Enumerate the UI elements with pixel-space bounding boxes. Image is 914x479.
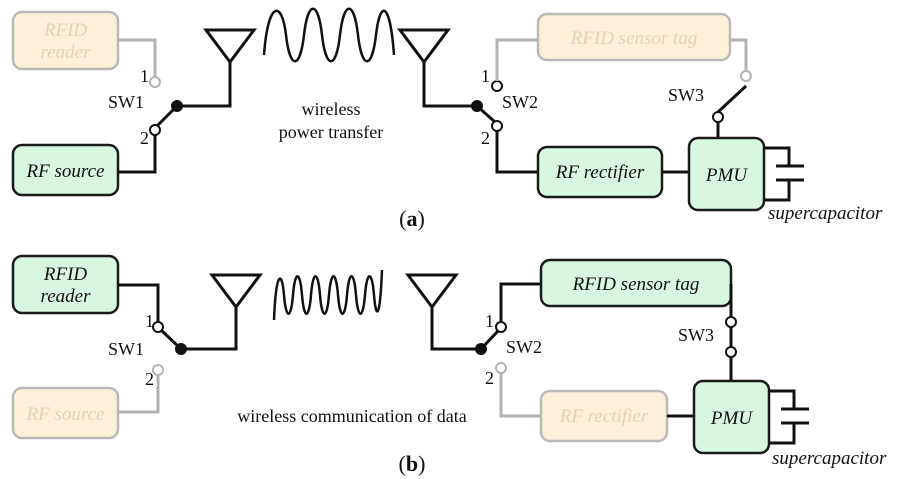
sw2-pos2-terminal-a xyxy=(491,120,503,132)
wave-data-b xyxy=(272,269,384,321)
antenna-right-a xyxy=(397,28,451,65)
sw3-top-terminal-b xyxy=(725,316,737,328)
sw2-blade-b xyxy=(479,329,500,351)
caption-line2-a: power transfer xyxy=(279,122,383,142)
supercap-wire-a xyxy=(764,146,791,202)
sw2-pos2-label-a: 2 xyxy=(481,128,490,148)
rf-rectifier-label-a: RF rectifier xyxy=(555,162,645,183)
antenna-right-b xyxy=(405,273,459,310)
sw1-label-a: SW1 xyxy=(108,92,144,112)
pmu-label-b: PMU xyxy=(710,408,753,429)
sw3-bottom-terminal-b xyxy=(725,346,737,358)
rfid-reader-label-b-2: reader xyxy=(41,286,92,307)
supercapacitor-label-a: supercapacitor xyxy=(768,203,883,224)
sw2-label-a: SW2 xyxy=(502,92,538,112)
sw1-pos2-label-b: 2 xyxy=(145,369,154,389)
sw1-pos2-terminal-a xyxy=(149,124,161,136)
pmu-box-b xyxy=(692,379,771,455)
sw2-pos2-label-b: 2 xyxy=(485,368,494,388)
sw1-blade-a xyxy=(155,104,179,128)
subfigure-label-a: (a) xyxy=(399,206,425,231)
sw2-label-b: SW2 xyxy=(506,337,542,357)
wire-sw2pos2-to-rectifier-b xyxy=(499,373,541,418)
panel-b: RFID reader 1 SW1 2 RF source SW2 1 2 xyxy=(11,254,887,476)
rfid-reader-label-b-1: RFID xyxy=(43,264,88,285)
rfid-sensor-tag-box-b xyxy=(539,258,733,308)
wire-tag-to-sw3-a xyxy=(730,38,748,71)
sw3-blade-a xyxy=(716,84,748,114)
caption-line1-a: wireless xyxy=(302,99,361,119)
sw2-pos1-label-a: 1 xyxy=(481,66,490,86)
wire-sw2pos1-to-tag-b xyxy=(499,282,541,322)
wire-reader-to-sw1pos1-a xyxy=(118,38,157,77)
antenna-left-a xyxy=(203,28,257,65)
rf-source-label-a: RF source xyxy=(26,161,105,182)
supercapacitor-label-b: supercapacitor xyxy=(772,448,887,469)
sw2-pos2-terminal-b xyxy=(495,362,507,374)
rfid-sensor-tag-label-a: RFID sensor tag xyxy=(570,28,698,49)
sw3-bottom-terminal-a xyxy=(712,111,724,123)
wire-reader-to-sw1pos1-b xyxy=(118,283,160,322)
wire-rfsource-to-sw1pos2-a xyxy=(118,135,157,174)
sw1-pos1-terminal-a xyxy=(149,76,161,88)
sw1-pos1-label-a: 1 xyxy=(140,66,149,86)
rf-source-box-b xyxy=(11,386,120,440)
wire-sw1-to-antenna-a xyxy=(177,62,232,108)
pmu-label-a: PMU xyxy=(705,165,748,186)
wire-sw1-to-antenna-b xyxy=(181,307,238,351)
sw2-pos1-terminal-a xyxy=(491,80,503,92)
rf-source-box-a xyxy=(11,143,120,197)
antenna-left-b xyxy=(209,273,263,310)
rf-rectifier-label-b: RF rectifier xyxy=(559,406,649,427)
rfid-sensor-tag-label-b: RFID sensor tag xyxy=(572,274,700,295)
sw3-label-a: SW3 xyxy=(668,85,704,105)
sw1-pos2-label-a: 2 xyxy=(140,128,149,148)
wire-rfsource-to-sw1pos2-b xyxy=(118,375,160,414)
wire-antenna-to-sw2-b xyxy=(430,307,481,351)
wave-power-a xyxy=(262,7,396,63)
rfid-reader-label-a-2: reader xyxy=(41,42,92,63)
sw1-pos1-label-b: 1 xyxy=(145,311,154,331)
wire-antenna-to-sw2-a xyxy=(422,62,477,108)
rfid-sensor-tag-box-a xyxy=(536,12,732,62)
sw2-pos1-label-b: 1 xyxy=(485,311,494,331)
subfigure-label-b: (b) xyxy=(399,451,426,476)
wire-sw2pos2-to-rectifier-a xyxy=(495,131,538,174)
sw2-pos1-terminal-b xyxy=(495,321,507,333)
sw3-label-b: SW3 xyxy=(678,325,714,345)
sw1-pos2-terminal-b xyxy=(152,364,164,376)
rf-source-label-b: RF source xyxy=(26,404,105,425)
pmu-box-a xyxy=(687,136,766,212)
panel-a: RFID reader 1 SW1 2 RF source wireless p… xyxy=(11,7,883,231)
supercap-wire-b xyxy=(769,389,796,445)
sw3-top-terminal-a xyxy=(740,70,752,82)
rfid-reader-label-a-1: RFID xyxy=(43,20,88,41)
sw1-pos1-terminal-b xyxy=(152,321,164,333)
wire-sw2pos1-to-tag-a xyxy=(495,38,538,81)
sw1-label-b: SW1 xyxy=(108,339,144,359)
sw2-blade-a xyxy=(476,104,496,124)
caption-b: wireless communication of data xyxy=(237,406,466,426)
